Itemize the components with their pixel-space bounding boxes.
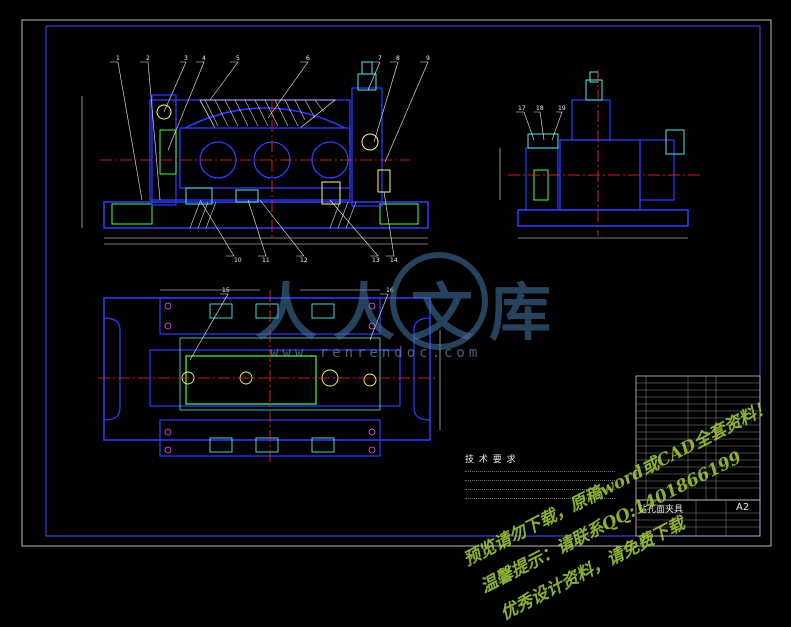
sheet-size: A2 [736, 502, 750, 513]
callout-1: 1 [116, 55, 120, 62]
technical-requirements-heading: 技 术 要 求 [465, 455, 517, 465]
callout-6: 6 [306, 55, 310, 62]
watermark-logo-icon [390, 252, 488, 350]
callout-7: 7 [378, 55, 382, 62]
callout-12: 12 [300, 257, 308, 264]
outer-frame [21, 19, 772, 547]
callout-19: 19 [558, 105, 566, 112]
callout-4: 4 [202, 55, 206, 62]
callout-18: 18 [536, 105, 544, 112]
callout-16: 16 [386, 287, 394, 294]
callout-17: 17 [518, 105, 526, 112]
callout-9: 9 [426, 55, 430, 62]
callout-10: 10 [234, 257, 242, 264]
inner-frame [45, 25, 761, 537]
technical-requirements-notes [465, 466, 615, 502]
watermark-url: www.renrendoc.com [270, 345, 482, 361]
side-view: 17 18 19 [499, 70, 700, 239]
drawing-name: 钻孔面夹具 [638, 505, 684, 515]
front-view: 1 2 3 4 5 6 7 8 9 10 11 12 13 14 [81, 55, 430, 264]
callout-3: 3 [184, 55, 188, 62]
callout-14: 14 [390, 257, 398, 264]
callout-15: 15 [222, 287, 230, 294]
top-view: 15 16 [98, 287, 441, 462]
callout-13: 13 [372, 257, 380, 264]
callout-5: 5 [236, 55, 240, 62]
callout-8: 8 [396, 55, 400, 62]
watermark-logo-text: 人人文库 [255, 276, 568, 349]
callout-11: 11 [262, 257, 270, 264]
bom-table [635, 375, 761, 537]
callout-2: 2 [146, 55, 150, 62]
